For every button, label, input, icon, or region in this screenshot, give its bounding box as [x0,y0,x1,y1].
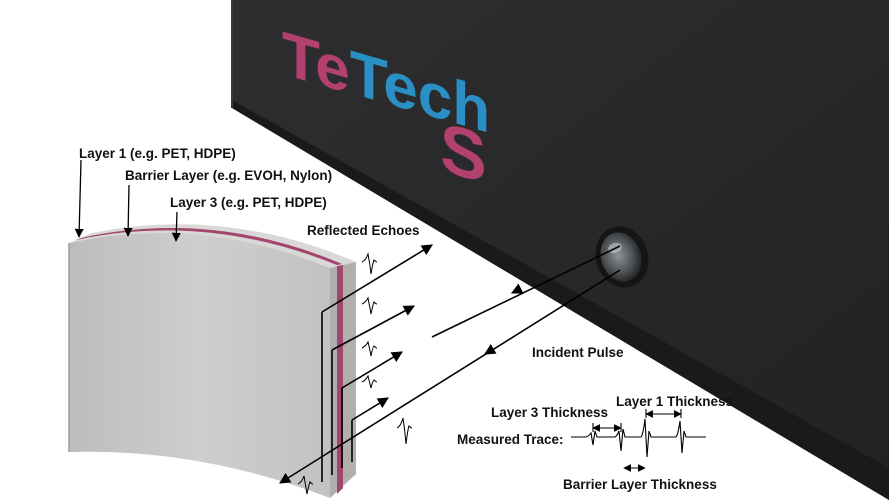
barrier-layer-top [76,227,342,265]
label-measured-trace: Measured Trace: [457,432,564,447]
label-incident-pulse: Incident Pulse [532,345,624,360]
incident-pulse-lower [279,269,621,484]
label-reflected-echoes: Reflected Echoes [307,223,420,238]
incident-pulse-upper [431,245,621,338]
echo-3 [341,351,403,389]
device-body [231,0,889,500]
echo-1 [321,244,433,313]
sample-top-face [69,224,356,268]
logo-text-s: S [440,107,487,199]
echo-waveforms [297,252,413,495]
label-layer3: Layer 3 (e.g. PET, HDPE) [170,195,327,210]
sample-front-face [69,232,330,498]
label-barrier-layer: Barrier Layer (e.g. EVOH, Nylon) [125,168,332,183]
multilayer-sample [68,224,356,498]
label-leaders [74,159,181,242]
label-layer3-thickness: Layer 3 Thickness [491,405,608,420]
label-barrier-thickness: Barrier Layer Thickness [563,477,717,492]
label-layer1-thickness: Layer 1 Thickness [616,394,733,409]
label-layer1: Layer 1 (e.g. PET, HDPE) [79,146,236,161]
echo-2 [331,305,415,351]
ultrasound-paths [279,244,621,484]
echo-4 [351,397,389,421]
measured-trace [571,409,706,472]
